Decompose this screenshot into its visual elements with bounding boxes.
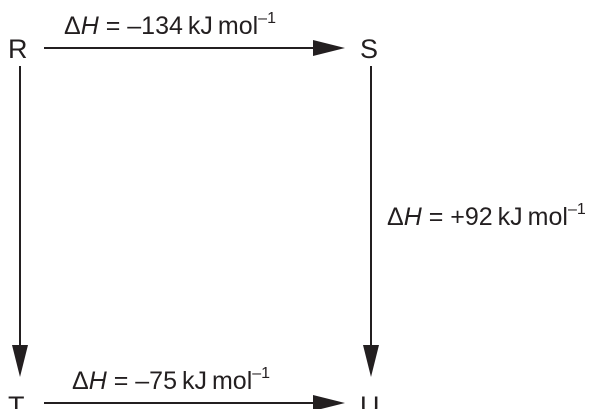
node-t: T (8, 391, 25, 409)
enthalpy-label-s-to-u: ΔH = +92 kJ mol–1 (387, 201, 586, 231)
node-r: R (8, 34, 28, 64)
arrow-t-to-u (44, 395, 345, 409)
enthalpy-label-t-to-u: ΔH = –75 kJ mol–1 (72, 365, 270, 395)
arrow-s-to-u (363, 66, 379, 377)
node-s: S (360, 34, 378, 64)
enthalpy-label-r-to-s: ΔH = –134 kJ mol–1 (64, 10, 276, 40)
arrow-r-to-t (12, 66, 28, 377)
node-u: U (360, 391, 380, 409)
arrow-r-to-s (44, 40, 345, 56)
